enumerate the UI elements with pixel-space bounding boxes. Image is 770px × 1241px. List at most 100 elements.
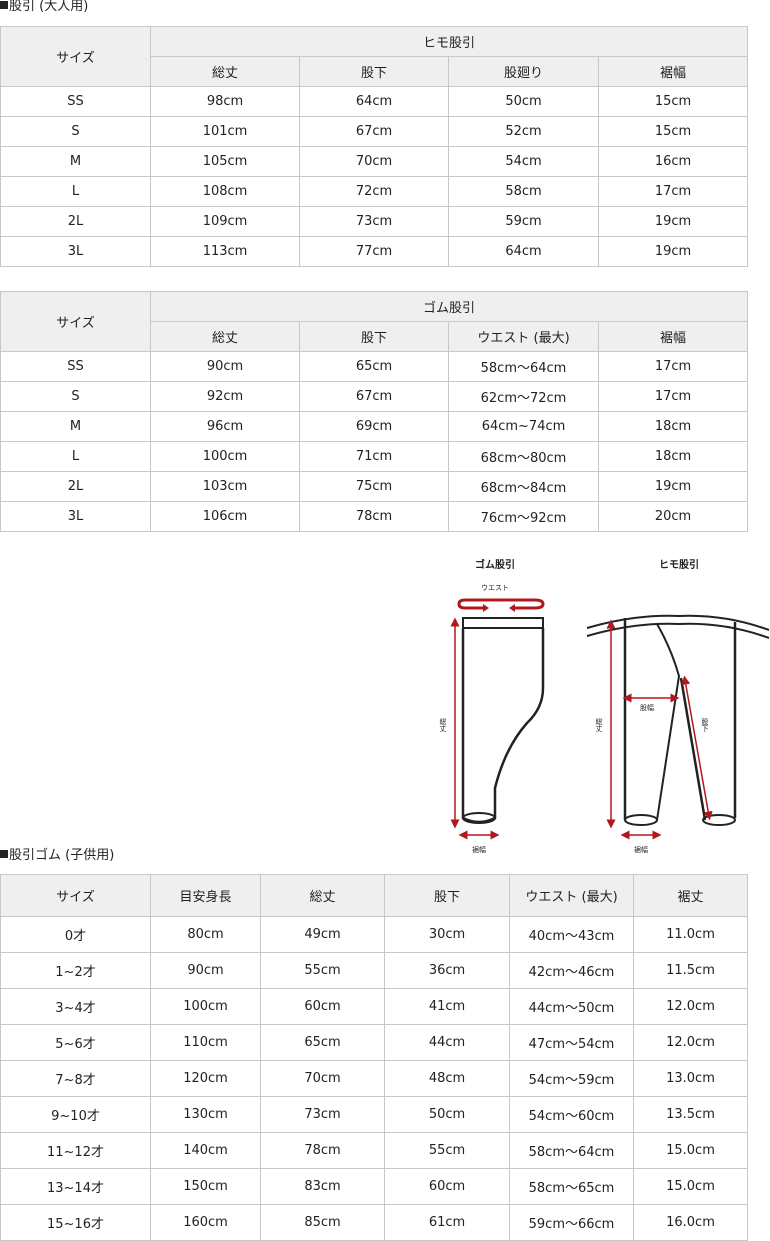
table-cell: 67cm (299, 116, 449, 147)
table-cell: 78cm (260, 1132, 385, 1169)
table-cell: 76cm～92cm (448, 501, 599, 532)
table-cell: SS (0, 351, 151, 382)
column-header: ウエスト (最大) (509, 874, 634, 917)
size-header: サイズ (0, 26, 151, 87)
column-header: 裾幅 (597, 56, 749, 87)
column-header: 裾幅 (597, 321, 749, 352)
table-cell: SS (0, 86, 151, 117)
column-header: 股下 (299, 321, 449, 352)
table-header-row: 総丈股下股廻り裾幅 (1, 56, 749, 87)
table-cell: 80cm (150, 916, 261, 953)
table-cell: 36cm (384, 952, 510, 989)
table-cell: 42cm～46cm (509, 952, 634, 989)
table-cell: 58cm～64cm (448, 351, 599, 382)
table-cell: 160cm (150, 1204, 261, 1241)
table-cell: 140cm (150, 1132, 261, 1169)
table-cell: 2L (0, 206, 151, 237)
table-cell: 69cm (299, 411, 449, 442)
table-cell: 13~14才 (0, 1168, 151, 1205)
table-cell: S (0, 381, 151, 412)
table-cell: 40cm～43cm (509, 916, 634, 953)
table-cell: M (0, 411, 151, 442)
table-cell: 105cm (150, 146, 300, 177)
table-cell: 85cm (260, 1204, 385, 1241)
table-cell: 64cm (299, 86, 449, 117)
table-cell: 109cm (150, 206, 300, 237)
table-cell: 48cm (384, 1060, 510, 1097)
elastic-title: ゴム股引 (475, 558, 515, 571)
table-cell: 15~16才 (0, 1204, 151, 1241)
table-cell: 62cm～72cm (448, 381, 599, 412)
table-cell: 54cm (448, 146, 599, 177)
table-cell: 90cm (150, 351, 300, 382)
table-cell: 75cm (299, 471, 449, 502)
table-cell: 7~8才 (0, 1060, 151, 1097)
table-cell: 19cm (597, 471, 749, 502)
table-cell: 15cm (597, 116, 749, 147)
table-cell: 78cm (299, 501, 449, 532)
table-cell: L (0, 176, 151, 207)
table-cell: 0才 (0, 916, 151, 953)
table-cell: 19cm (597, 206, 749, 237)
table-cell: 12.0cm (633, 988, 748, 1025)
table-header-row: サイズ ゴム股引 (0, 291, 749, 352)
table-cell: 120cm (150, 1060, 261, 1097)
table-cell: 100cm (150, 441, 300, 472)
table-cell: 103cm (150, 471, 300, 502)
table-cell: 54cm～59cm (509, 1060, 634, 1097)
column-header: 股下 (299, 56, 449, 87)
table-cell: 17cm (597, 176, 749, 207)
table-cell: 50cm (448, 86, 599, 117)
table-cell: 60cm (384, 1168, 510, 1205)
table-cell: 64cm (448, 236, 599, 267)
column-header: 総丈 (150, 56, 300, 87)
table-header-row: 総丈股下ウエスト (最大)裾幅 (1, 321, 749, 352)
table-cell: 68cm～80cm (448, 441, 599, 472)
square-bullet-icon (0, 850, 8, 858)
table-cell: 16cm (597, 146, 749, 177)
table-cell: 16.0cm (633, 1204, 748, 1241)
table-cell: 59cm～66cm (509, 1204, 634, 1241)
table-cell: 15.0cm (633, 1132, 748, 1169)
table-cell: 64cm~74cm (448, 411, 599, 442)
string-total-length-label: 総丈 (595, 717, 603, 733)
column-header: 目安身長 (150, 874, 261, 917)
table-cell: 52cm (448, 116, 599, 147)
column-header: サイズ (0, 874, 151, 917)
group-header: ゴム股引 (149, 291, 749, 322)
table-cell: 58cm (448, 176, 599, 207)
table-cell: 3~4才 (0, 988, 151, 1025)
table-cell: 13.5cm (633, 1096, 748, 1133)
table-cell: 110cm (150, 1024, 261, 1061)
table-cell: 130cm (150, 1096, 261, 1133)
table-cell: 70cm (299, 146, 449, 177)
table-cell: 11.0cm (633, 916, 748, 953)
inseam-label: 股下 (701, 718, 709, 733)
string-title: ヒモ股引 (659, 558, 699, 571)
column-header: ウエスト (最大) (448, 321, 599, 352)
string-pants-outline (586, 614, 770, 826)
table-cell: 41cm (384, 988, 510, 1025)
table-cell: 71cm (299, 441, 449, 472)
table-cell: 18cm (597, 441, 749, 472)
waist-arrow-icon (457, 598, 545, 612)
table-cell: 11.5cm (633, 952, 748, 989)
column-header: 総丈 (150, 321, 300, 352)
table-cell: 113cm (150, 236, 300, 267)
table-cell: 77cm (299, 236, 449, 267)
total-length-label: 総丈 (439, 717, 447, 733)
